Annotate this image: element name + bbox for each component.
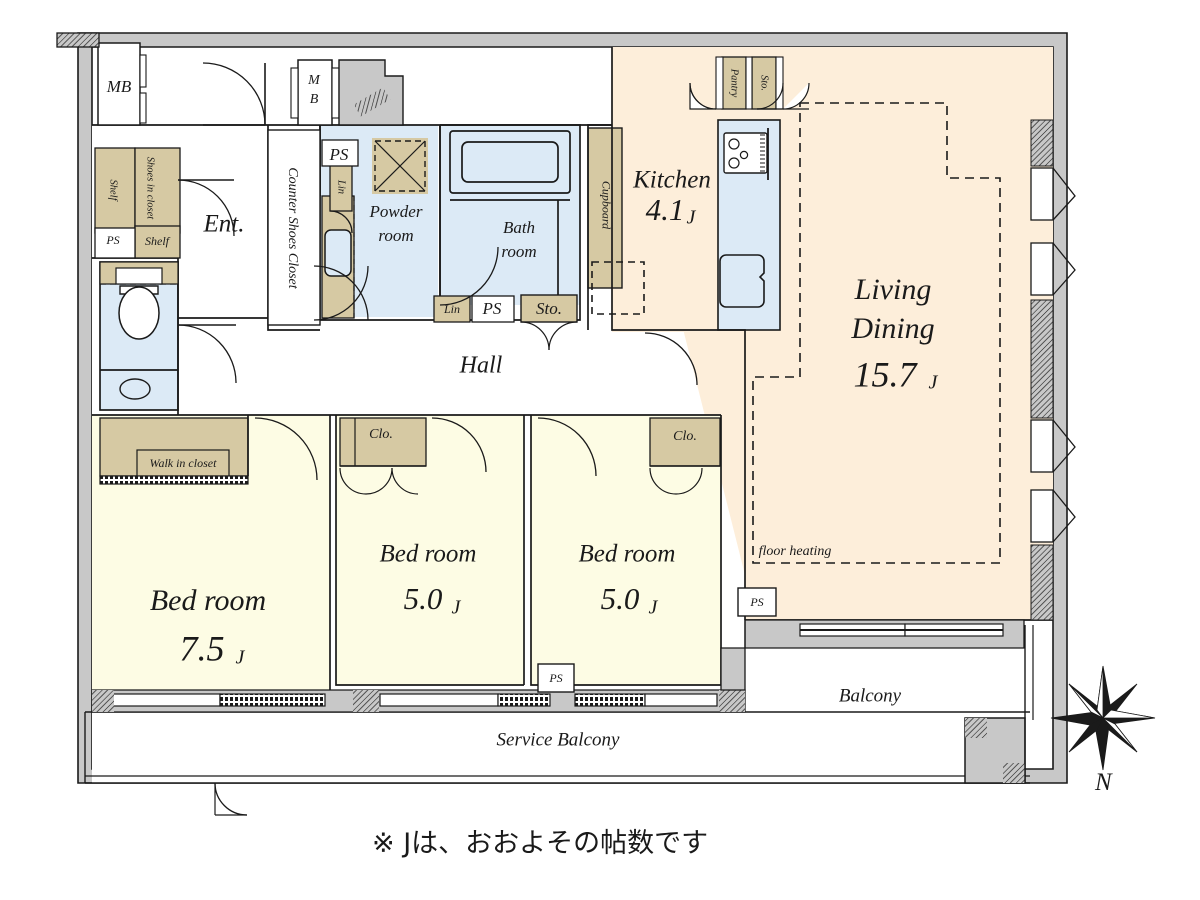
text-labels: Living Dining 15.7 J Kitchen 4.1 J Bed r… [105,68,1113,859]
label-bedroom-east-unit: J [649,597,659,619]
label-ps-living: PS [749,595,763,609]
label-mb-right-1: M [307,73,321,88]
label-kitchen-unit: J [687,207,697,229]
label-bedroom-mid-area: 5.0 [404,581,443,616]
label-bath-1: Bath [503,218,535,237]
label-sto-kitchen: Sto. [759,75,770,91]
label-powder-1: Powder [369,202,423,221]
label-kitchen-area: 4.1 [646,192,685,227]
label-kitchen: Kitchen [632,167,711,194]
bedroom-closets [339,417,721,495]
label-living-area: 15.7 [854,354,919,394]
label-compass-north: N [1094,769,1113,796]
balconies [84,619,1034,784]
label-ps-hall: PS [482,299,502,318]
windows-east [1030,119,1076,621]
label-balcony: Balcony [839,685,902,706]
label-ps-bedroom: PS [548,671,562,685]
label-living: Living [854,273,932,306]
label-ps-upper: PS [329,145,349,164]
label-walk-in-closet: Walk in closet [150,456,218,470]
label-floor-heating: floor heating [759,544,832,559]
plan-caption: ※ Jは、おおよその帖数です [372,828,708,859]
mb-cabinets [56,32,404,126]
label-powder-2: room [378,226,413,245]
label-lin-upper: Lin [336,179,347,194]
walk-in-closet-group [99,417,249,485]
label-counter-shoes-closet: Counter Shoes Closet [285,167,300,289]
kitchen-island [587,56,810,331]
label-shelf-tall: Shelf [108,180,119,203]
label-shoes-in-closet: Shoes in closet [145,157,156,220]
label-bedroom-east: Bed room [579,541,676,568]
label-bedroom-mid-unit: J [452,597,462,619]
label-sto-hall: Sto. [536,299,562,318]
entry-closets [94,129,359,326]
label-ps-entry: PS [105,233,119,247]
label-clo-east: Clo. [673,429,697,444]
label-dining: Dining [850,312,934,345]
floor-heating-area [752,102,1001,564]
label-mb-left: MB [106,77,132,96]
label-bedroom-main: Bed room [150,584,266,617]
label-bath-2: room [501,242,536,261]
label-cupboard: Cupboard [599,181,613,230]
label-hall: Hall [459,353,503,379]
label-bedroom-east-area: 5.0 [601,581,640,616]
ps-boxes [537,587,777,693]
compass-rose [1050,665,1156,771]
label-shelf-low: Shelf [145,234,171,248]
label-pantry: Pantry [729,68,740,98]
label-clo-mid: Clo. [369,427,393,442]
label-bedroom-main-area: 7.5 [180,628,225,668]
door-swings [177,62,698,816]
label-service-balcony: Service Balcony [497,729,620,750]
label-bedroom-main-unit: J [236,647,246,669]
interior-partitions [92,47,1053,621]
label-mb-right-2: B [310,92,319,107]
label-lin-hall: Lin [443,302,460,316]
label-living-unit: J [929,372,939,394]
label-entrance: Ent. [203,211,245,238]
hall-tag-boxes [433,294,578,351]
label-bedroom-mid: Bed room [380,541,477,568]
